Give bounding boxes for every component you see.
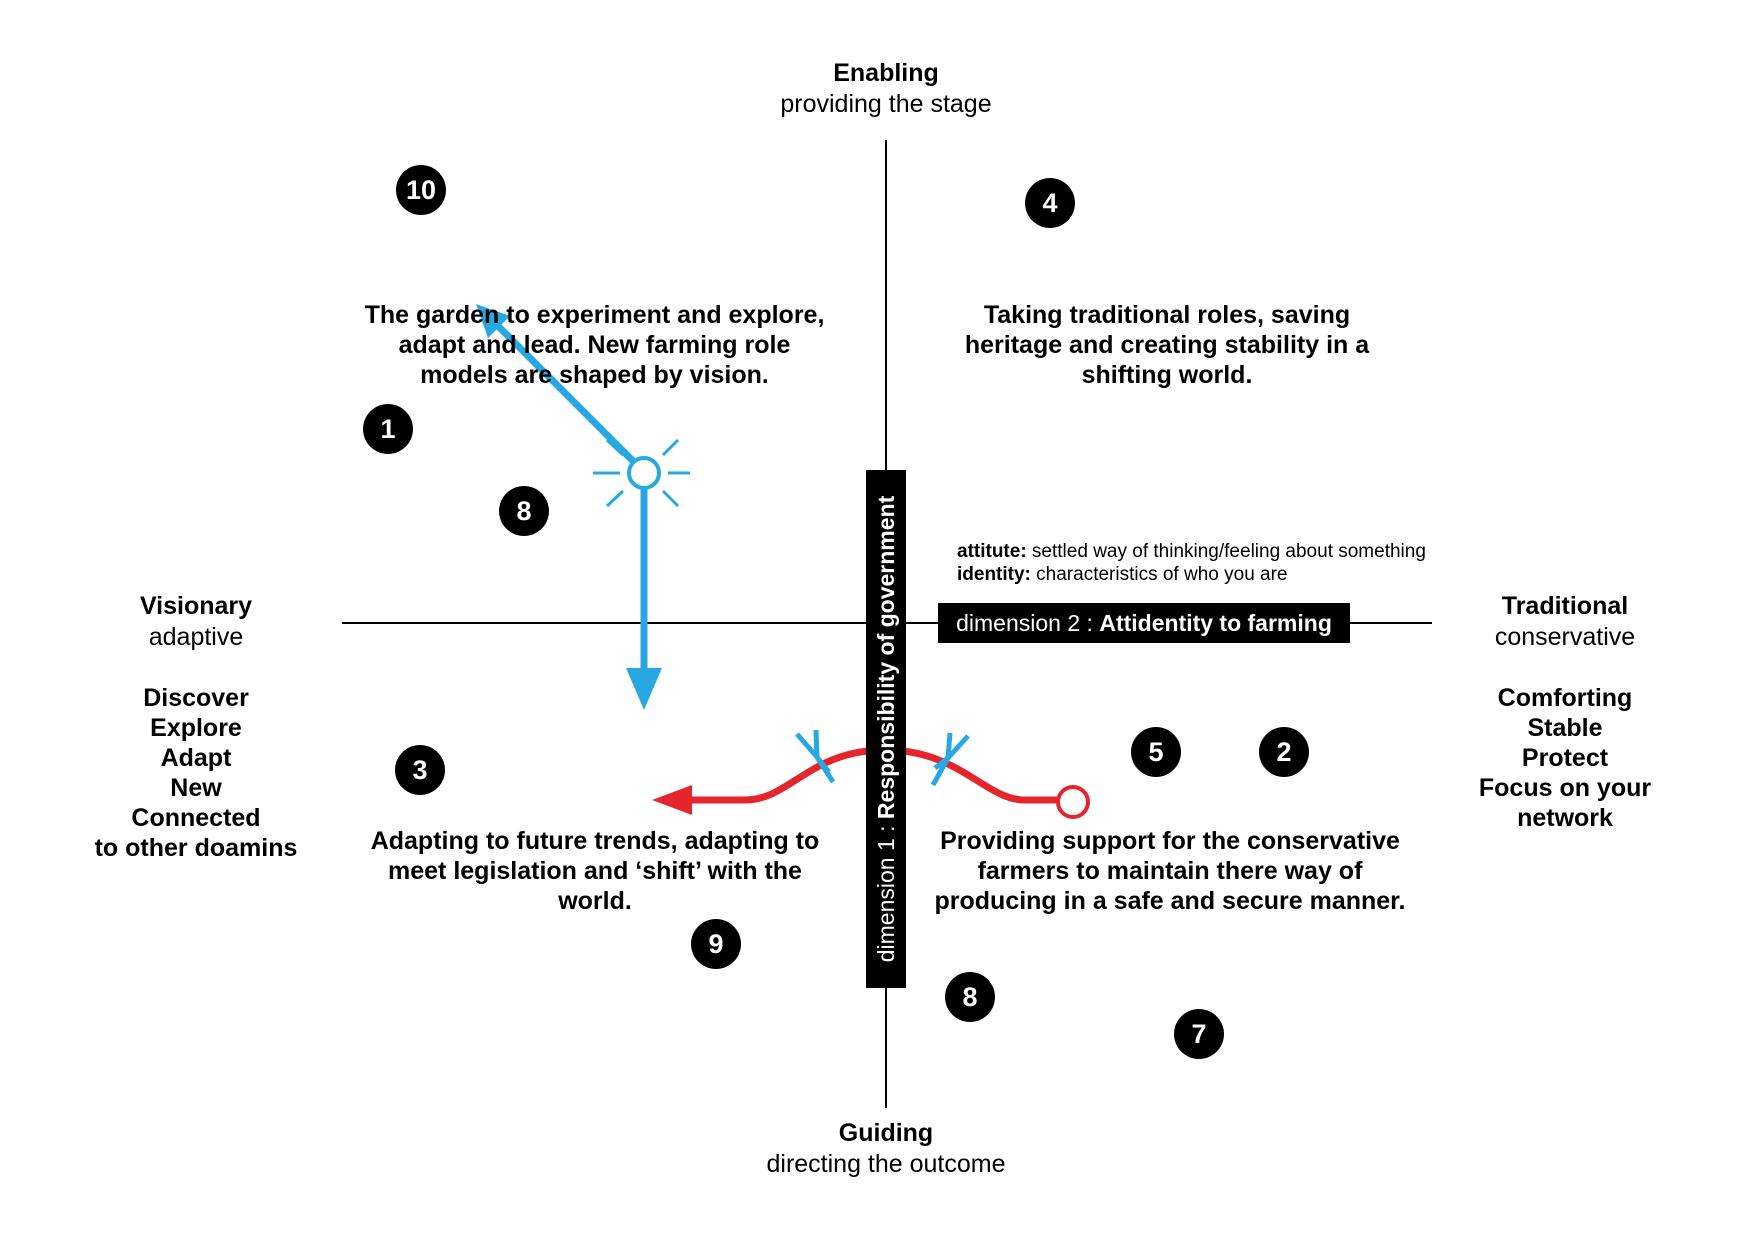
left-word: Adapt — [160, 744, 232, 772]
number-badge: 3 — [395, 745, 445, 795]
left-word: New — [170, 774, 222, 802]
axis-left-title: Visionary — [139, 592, 253, 620]
axis-label-top: Enabling providing the stage — [686, 58, 1086, 120]
definition-term: attitute: — [957, 541, 1027, 562]
number-badge: 8 — [945, 972, 995, 1022]
axis-left-subtitle: adaptive — [148, 623, 244, 651]
number-badge: 8 — [499, 486, 549, 536]
left-word: Explore — [150, 714, 242, 742]
quadrant-text-bottom-right: Providing support for the conservative f… — [934, 827, 1406, 915]
blue-ray-upleft — [605, 438, 625, 457]
number-badge: 5 — [1131, 727, 1181, 777]
blue-origin-circle — [627, 456, 661, 490]
number-badge: 10 — [396, 165, 446, 215]
blue-ray-downleft — [605, 489, 625, 508]
definition-identity: identity: characteristics of who you are — [957, 563, 1288, 586]
red-arrowhead-left — [652, 785, 692, 815]
right-word: Comforting — [1497, 684, 1633, 712]
axis-label-right: Traditional conservative — [1445, 591, 1685, 653]
blue-arrow-diagonal — [484, 312, 636, 464]
number-badge: 4 — [1025, 178, 1075, 228]
blue-arrowhead-up — [476, 304, 510, 338]
quadrant-text-top-right: Taking traditional roles, saving heritag… — [964, 301, 1370, 389]
definition-attitude: attitute: settled way of thinking/feelin… — [957, 540, 1426, 563]
definition-text: settled way of thinking/feeling about so… — [1026, 541, 1426, 562]
left-word: Connected — [131, 804, 261, 832]
dimension-1-name: Responsibility of government — [872, 495, 899, 820]
right-word: Protect — [1521, 744, 1609, 772]
right-word: network — [1517, 804, 1613, 832]
dimension-2-name: Attidentity to farming — [1099, 609, 1332, 636]
number-badge: 1 — [363, 404, 413, 454]
red-origin-circle — [1056, 785, 1090, 819]
axis-right-subtitle: conservative — [1494, 623, 1636, 651]
blue-ray-downright — [661, 489, 680, 508]
axis-top-title: Enabling — [833, 59, 939, 87]
blue-arrow-group — [476, 304, 690, 710]
number-badge: 2 — [1259, 727, 1309, 777]
quadrant-text-top-left: The garden to experiment and explore, ad… — [364, 301, 825, 389]
axis-label-left: Visionary adaptive — [76, 591, 316, 653]
left-word: Discover — [143, 684, 249, 712]
blue-arrowhead-down — [626, 668, 662, 710]
dimension-2-label: dimension 2 : Attidentity to farming — [938, 603, 1350, 643]
axis-label-bottom: Guiding directing the outcome — [686, 1118, 1086, 1180]
dimension-1-label: dimension 1 : Responsibility of governme… — [866, 470, 906, 988]
number-badge: 7 — [1174, 1009, 1224, 1059]
axis-bottom-title: Guiding — [838, 1119, 934, 1147]
right-word: Focus on your — [1478, 774, 1652, 802]
axis-right-title: Traditional — [1501, 592, 1629, 620]
right-word-list: Comforting Stable Protect Focus on your … — [1455, 683, 1675, 833]
axis-top-subtitle: providing the stage — [780, 90, 992, 118]
left-word: to other doamins — [94, 834, 298, 862]
dimension-2-prefix: dimension 2 : — [956, 609, 1100, 636]
right-word: Stable — [1527, 714, 1603, 742]
definition-text: characteristics of who you are — [1030, 564, 1288, 585]
axis-bottom-subtitle: directing the outcome — [766, 1150, 1006, 1178]
quadrant-text-bottom-left: Adapting to future trends, adapting to m… — [370, 827, 820, 915]
blue-ray-upright — [661, 438, 680, 457]
definition-term: identity: — [957, 564, 1031, 585]
dimension-1-prefix: dimension 1 : — [872, 819, 899, 963]
blue-compression-marks — [795, 729, 970, 787]
left-word-list: Discover Explore Adapt New Connected to … — [66, 683, 326, 863]
number-badge: 9 — [691, 919, 741, 969]
